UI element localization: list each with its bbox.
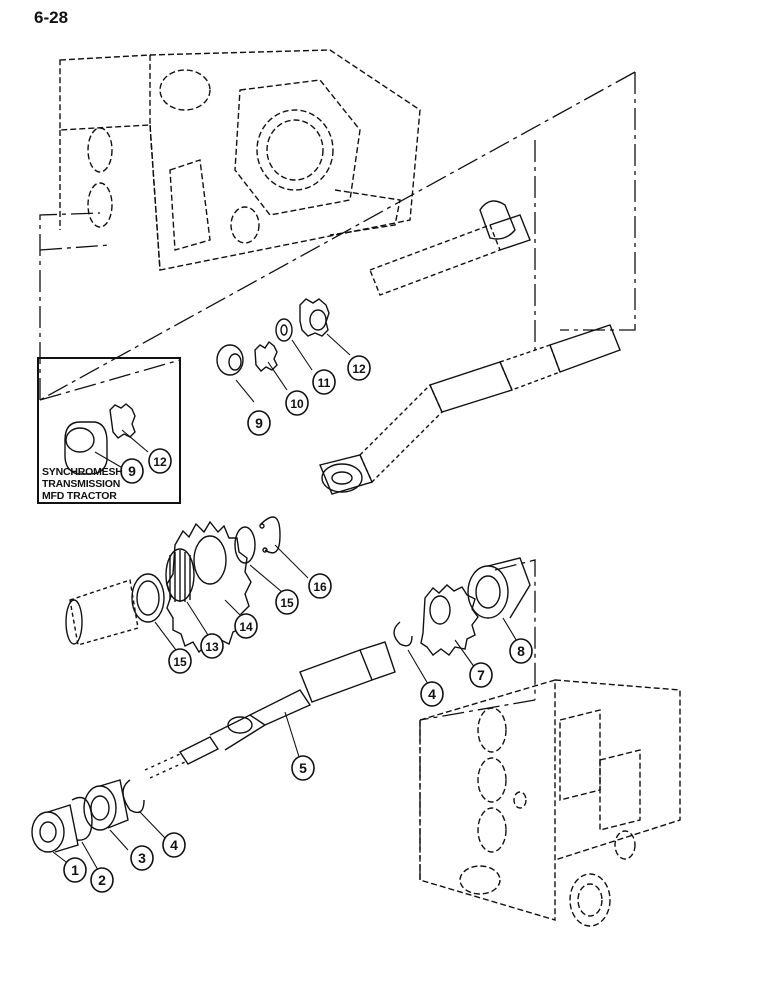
- callout-circle: [509, 638, 533, 664]
- callout-label: 13: [205, 640, 219, 654]
- callout-c14: 14: [234, 613, 258, 639]
- callout-circle: [162, 832, 186, 858]
- inset-label-line-1: SYNCHROMESH: [42, 466, 123, 478]
- upper-transmission-housing: [59, 49, 421, 271]
- callout-c12b: 12: [148, 448, 172, 474]
- lower-frame: [419, 559, 536, 880]
- callout-circle: [90, 867, 114, 893]
- inset-label-line-2: TRANSMISSION: [42, 478, 121, 490]
- callout-label: 9: [255, 415, 263, 431]
- middle-gear-cluster: [65, 516, 281, 654]
- callout-label: 2: [98, 872, 106, 888]
- callout-c9b: 9: [120, 458, 144, 484]
- callout-c12a: 12: [347, 355, 371, 381]
- inset-label-line-3: MFD TRACTOR: [42, 490, 117, 502]
- lower-left-bearings: [31, 779, 145, 853]
- inset-box: [37, 357, 181, 504]
- callout-c1: 1: [63, 857, 87, 883]
- callout-circle: [275, 589, 299, 615]
- upper-input-shaft: [319, 200, 621, 495]
- callout-c4a: 4: [162, 832, 186, 858]
- callout-circle: [63, 857, 87, 883]
- callout-c15b: 15: [275, 589, 299, 615]
- callout-label: 16: [313, 580, 327, 594]
- callout-circle: [148, 448, 172, 474]
- callout-c11: 11: [312, 369, 336, 395]
- callout-label: 7: [477, 667, 485, 683]
- page-number: 6-28: [34, 8, 69, 27]
- callout-label: 1: [71, 862, 79, 878]
- callout-label: 14: [239, 620, 253, 634]
- callout-label: 8: [517, 643, 525, 659]
- callout-c10: 10: [285, 390, 309, 416]
- callout-label: 4: [170, 837, 178, 853]
- callout-c9a: 9: [247, 410, 271, 436]
- callout-circle: [247, 410, 271, 436]
- callout-label: 12: [352, 362, 366, 376]
- callout-label: 15: [280, 596, 294, 610]
- callout-label: 11: [318, 376, 331, 390]
- callout-c13: 13: [200, 633, 224, 659]
- callout-label: 4: [428, 686, 436, 702]
- right-gear-parts: [393, 557, 531, 656]
- callout-label: 5: [299, 760, 307, 776]
- callout-c4b: 4: [420, 681, 444, 707]
- callout-c15a: 15: [168, 648, 192, 674]
- callout-c7: 7: [469, 662, 493, 688]
- callout-label: 3: [138, 850, 146, 866]
- callout-circle: [234, 613, 258, 639]
- callout-circle: [285, 390, 309, 416]
- callout-circle: [200, 633, 224, 659]
- callout-circle: [312, 369, 336, 395]
- callout-label: 12: [153, 455, 167, 469]
- callout-circle: [469, 662, 493, 688]
- callout-c3: 3: [130, 845, 154, 871]
- callout-c8: 8: [509, 638, 533, 664]
- upper-small-parts: [216, 298, 330, 376]
- callout-circle: [291, 755, 315, 781]
- callout-c16: 16: [308, 573, 332, 599]
- phantom-frame: [39, 71, 636, 401]
- callout-c2: 2: [90, 867, 114, 893]
- callout-circle: [420, 681, 444, 707]
- callout-c5: 5: [291, 755, 315, 781]
- callout-label: 15: [173, 655, 187, 669]
- callout-circle: [347, 355, 371, 381]
- callout-circle: [168, 648, 192, 674]
- callout-label: 10: [290, 397, 304, 411]
- callout-circle: [308, 573, 332, 599]
- lower-output-shaft: [144, 641, 396, 779]
- callout-label: 9: [128, 463, 136, 479]
- lower-right-housing: [419, 679, 681, 927]
- callout-circle: [120, 458, 144, 484]
- callout-circle: [130, 845, 154, 871]
